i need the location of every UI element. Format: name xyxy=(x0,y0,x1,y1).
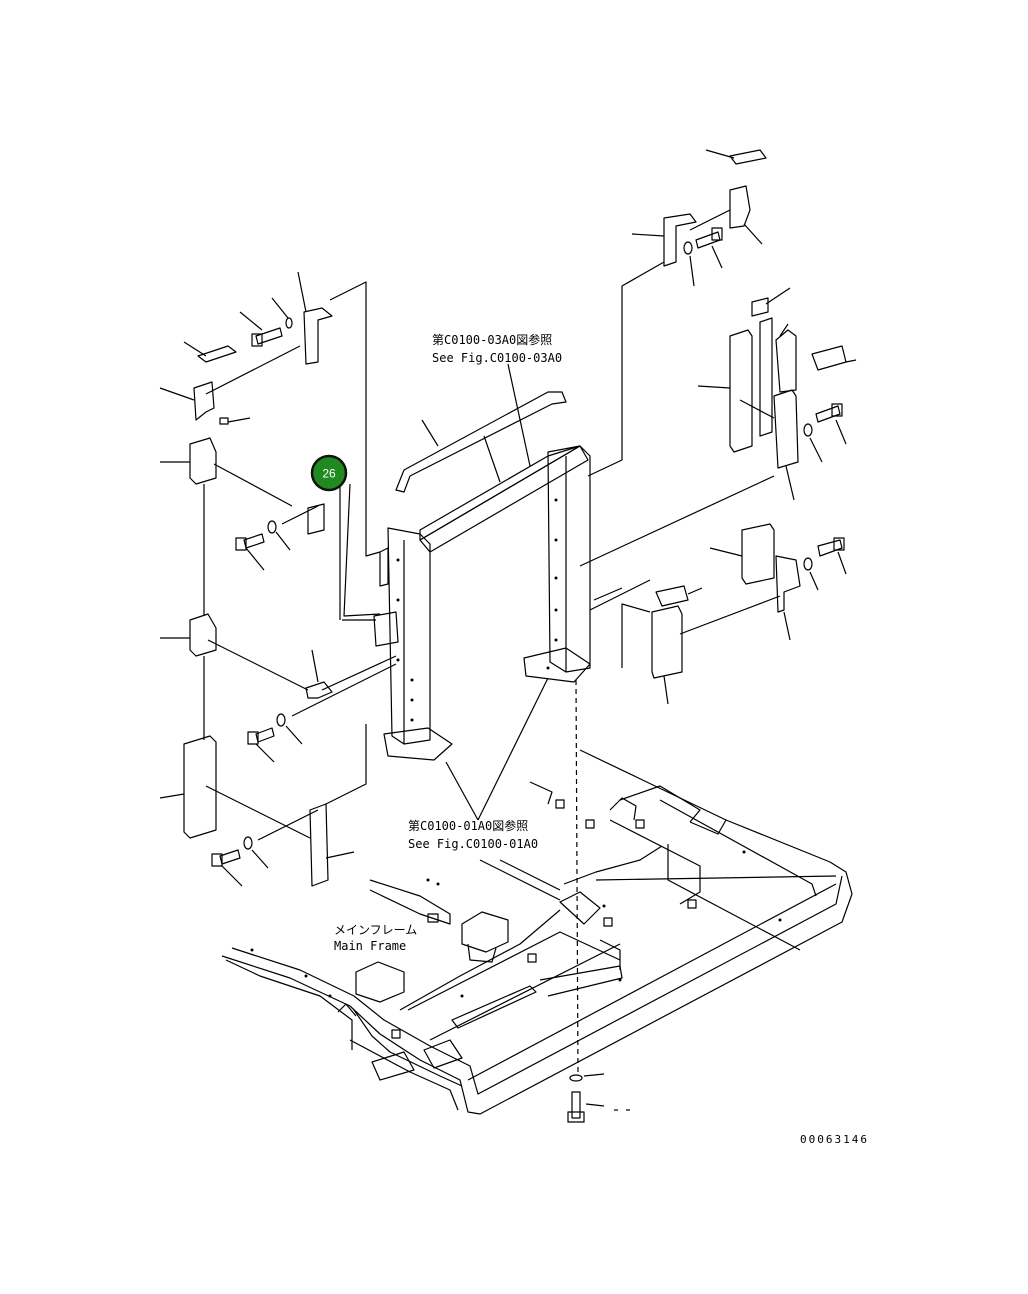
central-frame xyxy=(339,363,591,821)
drawing-number: 00063146 xyxy=(800,1133,869,1146)
lower-reference-en: See Fig.C0100-01A0 xyxy=(408,837,538,851)
bottom-bolt xyxy=(571,1091,581,1119)
left-cushion-middle xyxy=(160,613,397,763)
upper-bracket xyxy=(303,307,333,365)
shim-plate xyxy=(197,345,237,363)
lower-reference-label: 第C0100-01A0図参照 See Fig.C0100-01A0 xyxy=(408,818,538,851)
main-frame-jp: メインフレーム xyxy=(334,923,417,937)
left-cushion-lower xyxy=(159,724,367,887)
bolt-axis-line xyxy=(575,679,579,1077)
right-upper-bracket-group xyxy=(587,149,767,477)
upper-reference-jp: 第C0100-03A0図参照 xyxy=(432,332,552,347)
rubber-cushion xyxy=(193,381,215,421)
left-upper-bracket-group xyxy=(159,271,381,557)
upper-reference-label: 第C0100-03A0図参照 See Fig.C0100-03A0 xyxy=(432,332,562,365)
mounting-plate xyxy=(307,503,325,535)
lower-side-plate xyxy=(309,803,329,887)
right-lower-group xyxy=(589,523,847,705)
main-frame-en: Main Frame xyxy=(334,939,406,953)
callout-number: 26 xyxy=(322,467,336,481)
bottom-washer xyxy=(569,1074,583,1082)
right-middle-group xyxy=(579,287,857,567)
left-cushion-upper xyxy=(160,437,325,616)
main-frame xyxy=(221,749,853,1115)
top-pipe xyxy=(395,391,567,493)
main-frame-label: メインフレーム Main Frame xyxy=(334,923,417,953)
callout-badge[interactable] xyxy=(310,454,348,492)
callout-26[interactable]: 26 xyxy=(310,454,348,492)
lower-reference-jp: 第C0100-01A0図参照 xyxy=(408,818,528,833)
upper-reference-en: See Fig.C0100-03A0 xyxy=(432,351,562,365)
